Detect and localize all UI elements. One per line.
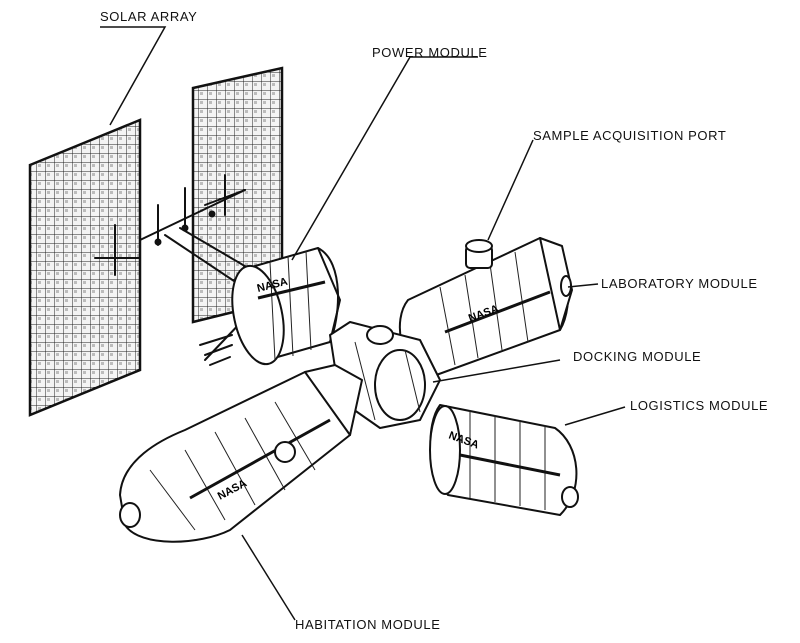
- label-logistics-module: LOGISTICS MODULE: [630, 398, 768, 413]
- label-habitation-module: HABITATION MODULE: [295, 617, 441, 632]
- label-solar-array: SOLAR ARRAY: [100, 9, 197, 24]
- label-docking-module: DOCKING MODULE: [573, 349, 701, 364]
- label-laboratory-module: LABORATORY MODULE: [601, 276, 758, 291]
- label-sample-acquisition-port: SAMPLE ACQUISITION PORT: [533, 128, 726, 143]
- solar-array-left: [30, 120, 140, 415]
- label-power-module: POWER MODULE: [372, 45, 488, 60]
- logistics-module: NASA: [430, 405, 578, 515]
- habitation-module: NASA: [120, 365, 362, 542]
